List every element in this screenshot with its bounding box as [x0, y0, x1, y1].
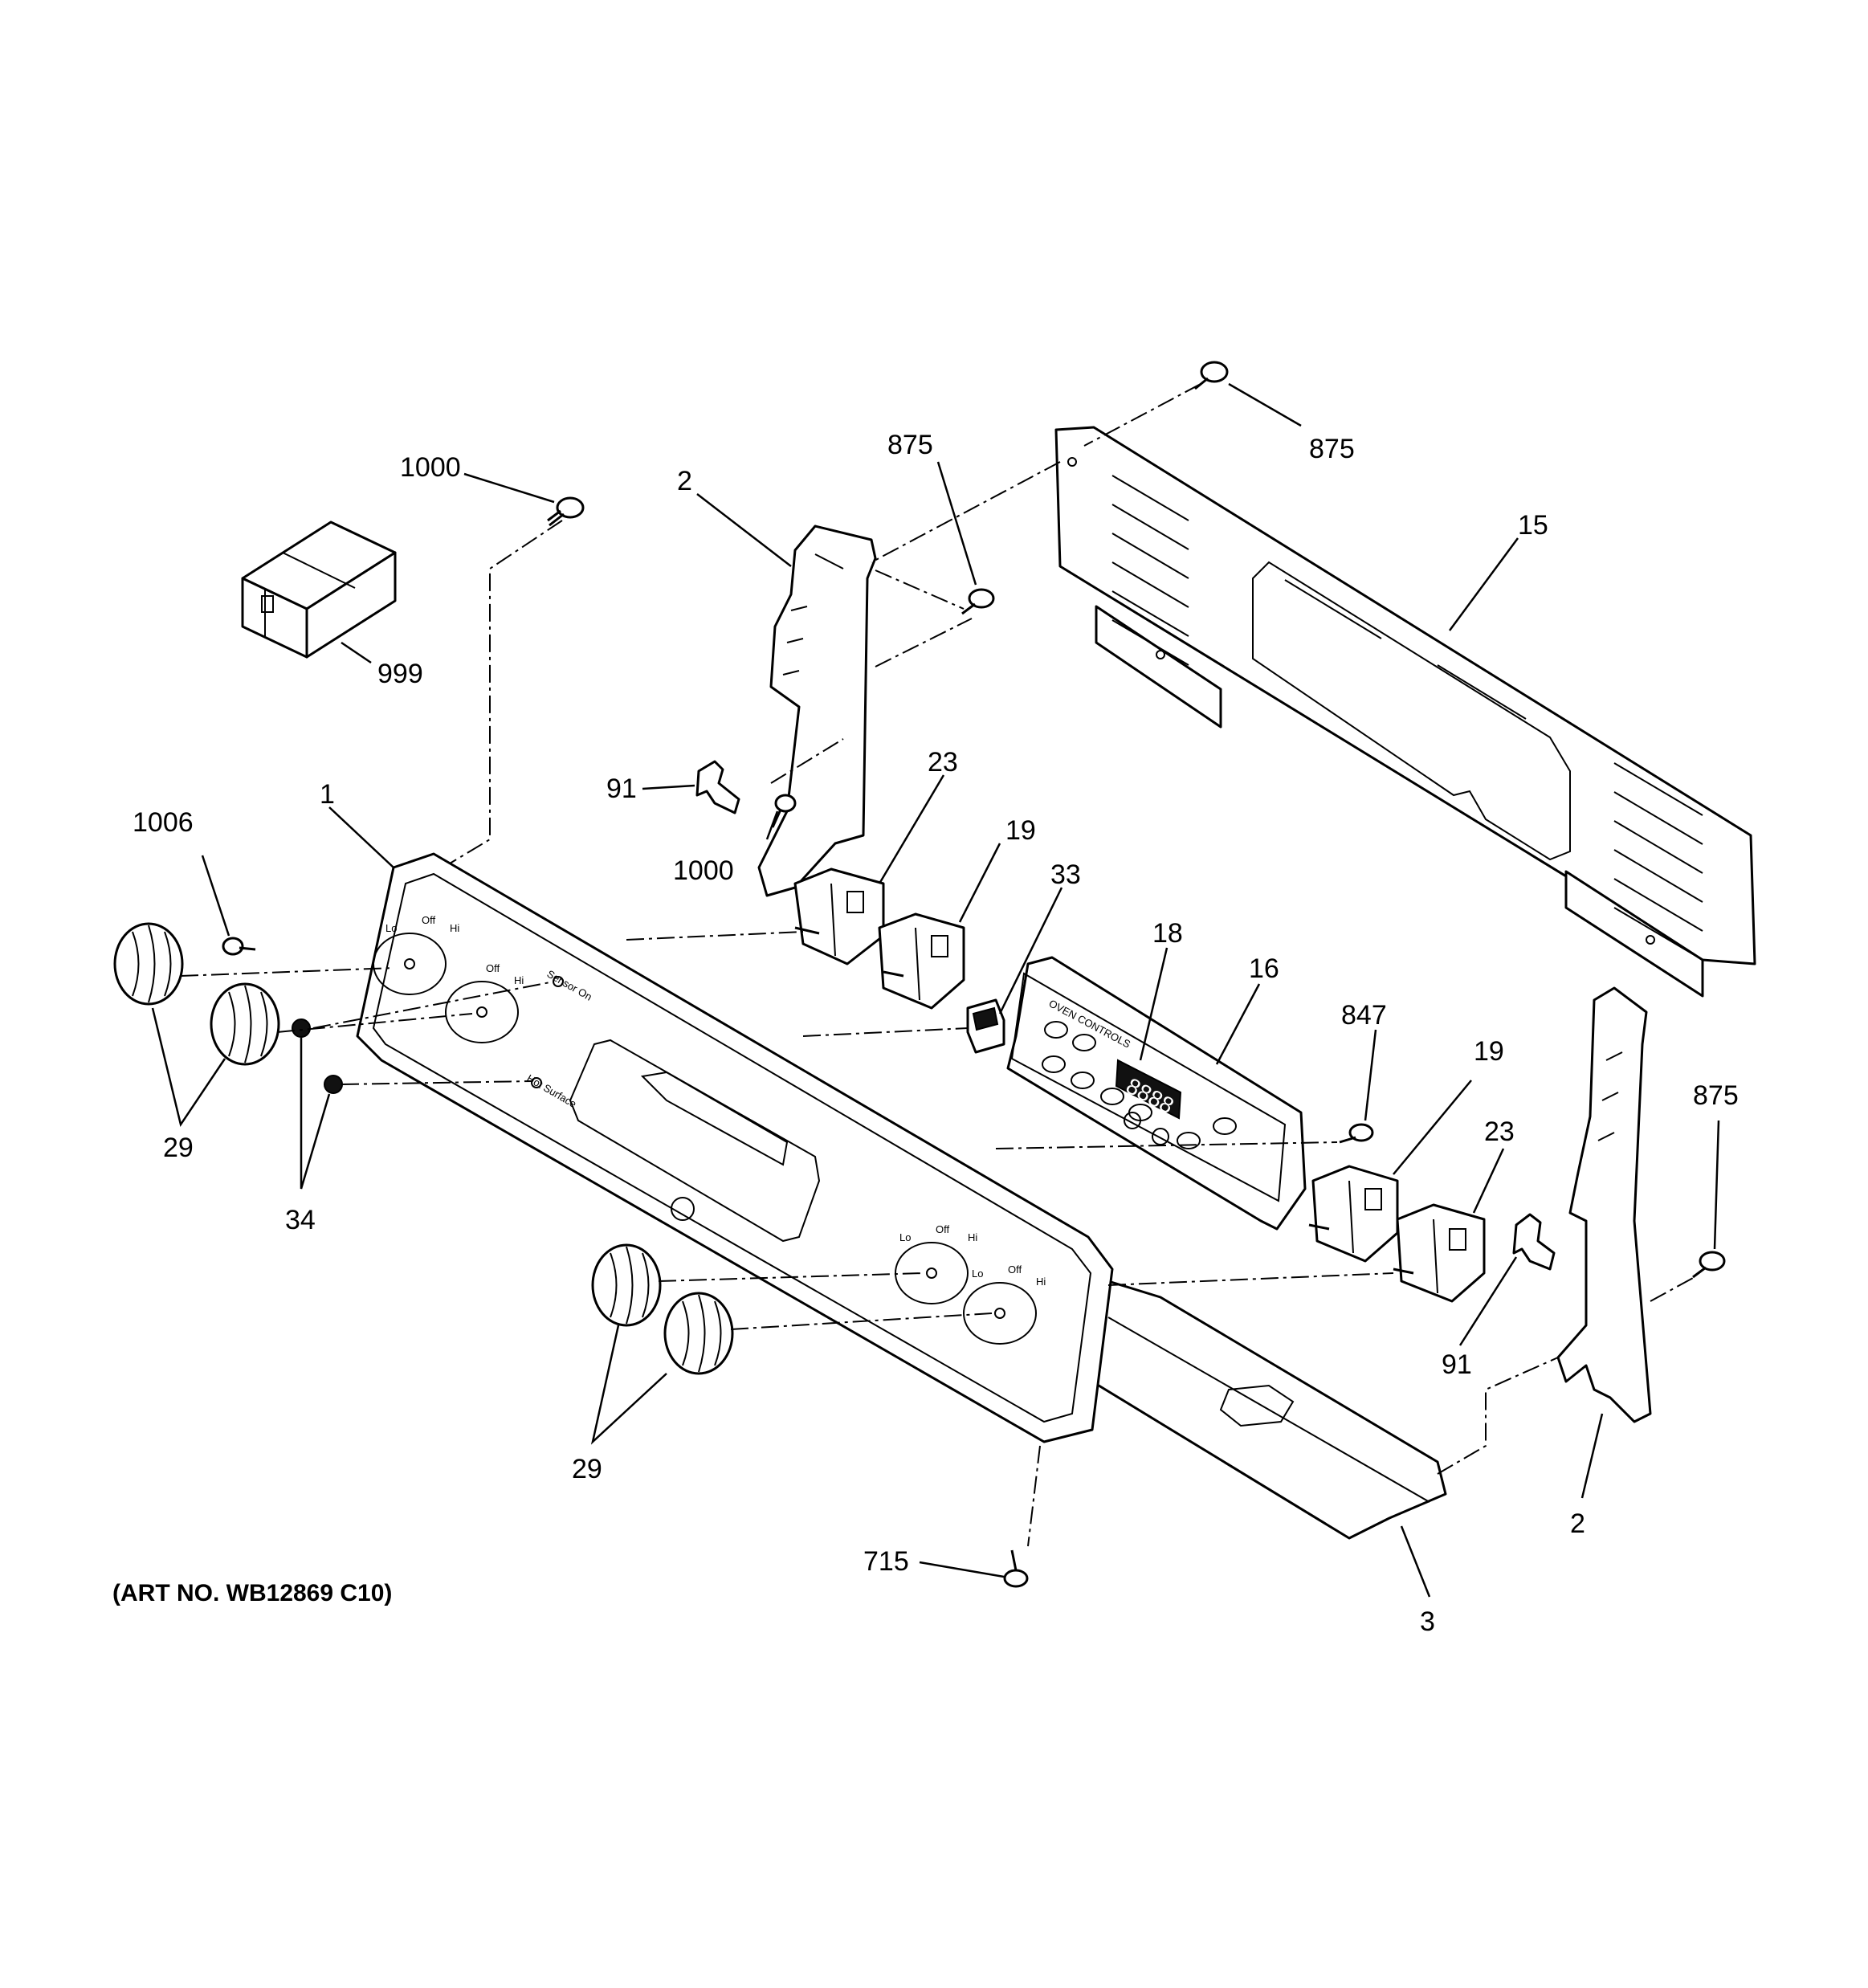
- callout-23-left: 23: [928, 747, 958, 778]
- part-875-screw-top-right: [1194, 361, 1229, 390]
- part-23-switch-left: [793, 867, 885, 965]
- part-29-knob-2: [210, 982, 280, 1066]
- callout-875-a: 875: [887, 430, 933, 460]
- part-33-rocker-switch: [966, 998, 1005, 1054]
- part-91-bracket-right: [1512, 1213, 1556, 1271]
- callout-15: 15: [1518, 510, 1548, 541]
- dial-label-off-left: Off: [422, 914, 435, 926]
- callouts: 1000 999 2 875 875 15 91 1000 23 19 33 1…: [133, 430, 1739, 1637]
- callout-2-right: 2: [1570, 1508, 1585, 1539]
- leader-lines: [151, 382, 1720, 1598]
- dial-label-lo-left: Lo: [385, 922, 397, 934]
- part-875-screw-mid: [961, 588, 995, 615]
- art-number: (ART NO. WB12869 C10): [112, 1580, 392, 1606]
- callout-1000-mid: 1000: [673, 855, 734, 886]
- part-29-knob-4: [663, 1292, 734, 1375]
- callout-29-left: 29: [163, 1133, 194, 1163]
- part-847-screw: [1339, 1123, 1374, 1144]
- callout-847: 847: [1341, 1000, 1387, 1031]
- callout-16: 16: [1249, 953, 1279, 984]
- callout-91-left: 91: [606, 774, 637, 804]
- callout-18: 18: [1152, 918, 1183, 949]
- part-34-grommet-1: [292, 1018, 311, 1038]
- callout-3: 3: [1420, 1606, 1435, 1637]
- part-1-backsplash-panel: Lo Off Hi Off Hi Sensor On Hot Surface L…: [356, 852, 1114, 1443]
- part-16-control-board: OVEN CONTROLS 8888: [1006, 956, 1307, 1231]
- part-19-switch-right: [1308, 1165, 1399, 1263]
- part-15-rear-panel: [1054, 426, 1756, 998]
- callout-91-right: 91: [1442, 1349, 1472, 1380]
- callout-33: 33: [1050, 859, 1081, 890]
- callout-875-b: 875: [1309, 434, 1355, 464]
- callout-999: 999: [377, 659, 423, 689]
- dial-label-lo-right: Lo: [899, 1231, 911, 1243]
- callout-1000-top: 1000: [400, 452, 461, 483]
- part-91-bracket-left: [695, 760, 740, 814]
- callout-19-left: 19: [1005, 815, 1036, 846]
- dial-label-off-right-2: Off: [1008, 1263, 1022, 1276]
- part-715-screw: [1003, 1549, 1029, 1588]
- callout-1006: 1006: [133, 807, 194, 838]
- part-34-grommet-2: [324, 1075, 343, 1094]
- part-19-switch-left: [878, 912, 965, 1010]
- dial-label-hi-right-2: Hi: [1036, 1276, 1046, 1288]
- alignment-lines: [180, 383, 1695, 1547]
- callout-34: 34: [285, 1205, 316, 1235]
- part-29-knob-3: [591, 1243, 662, 1327]
- part-2-end-cap-right: [1556, 986, 1652, 1423]
- callout-23-right: 23: [1484, 1116, 1515, 1147]
- part-999-box: [241, 520, 397, 659]
- part-2-end-cap-left: [757, 525, 877, 897]
- dial-label-hi-left-2: Hi: [514, 974, 524, 986]
- dial-label-hi-left: Hi: [450, 922, 459, 934]
- part-3-lower-trim: [1091, 1280, 1447, 1540]
- callout-19-right: 19: [1474, 1036, 1504, 1067]
- dial-label-lo-right-2: Lo: [972, 1268, 983, 1280]
- callout-29-right: 29: [572, 1454, 602, 1484]
- part-23-switch-right: [1393, 1203, 1486, 1303]
- part-875-screw-right: [1692, 1251, 1726, 1279]
- part-1006-screw: [222, 937, 256, 956]
- callout-715: 715: [863, 1546, 909, 1577]
- part-1000-screw-mid: [771, 794, 797, 828]
- dial-label-off-right: Off: [936, 1223, 949, 1235]
- part-1000-screw-top: [547, 496, 585, 527]
- dial-label-hi-right: Hi: [968, 1231, 977, 1243]
- callout-2-left: 2: [677, 466, 692, 496]
- callout-1: 1: [320, 779, 335, 810]
- part-29-knob-1: [113, 922, 184, 1006]
- callout-875-c: 875: [1693, 1080, 1739, 1111]
- rear-panel-vents: [1111, 475, 1703, 961]
- dial-label-off-left-2: Off: [486, 962, 500, 974]
